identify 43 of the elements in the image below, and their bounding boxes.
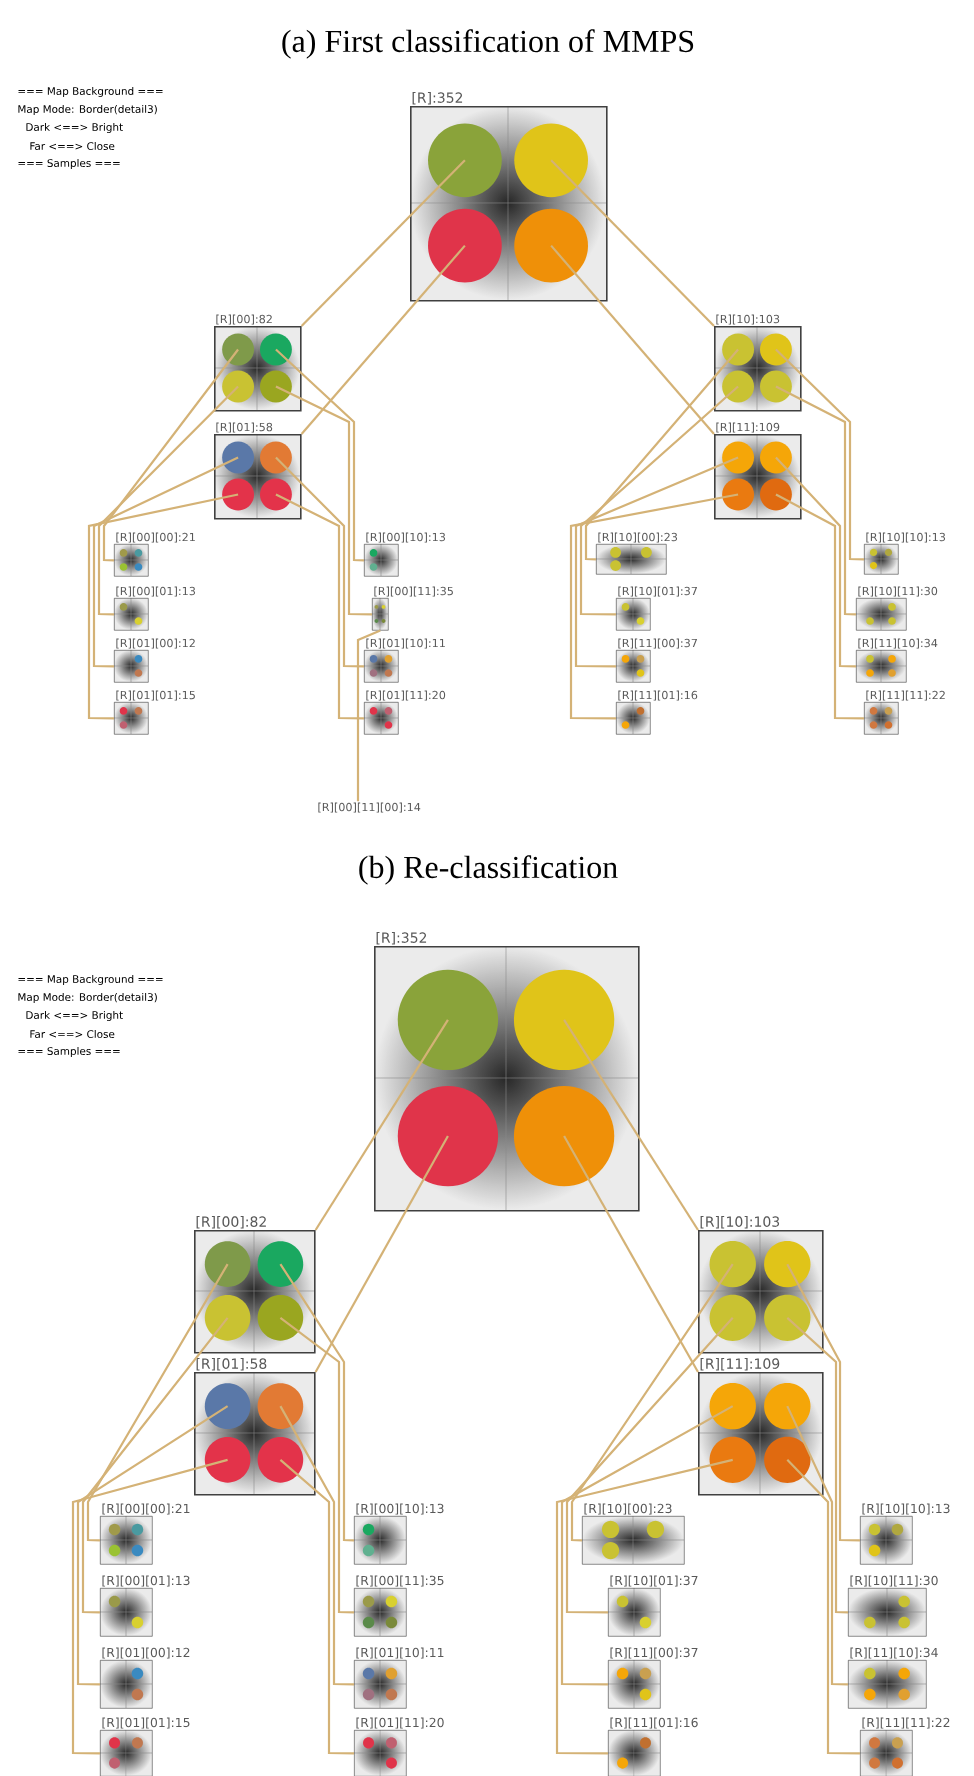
connector-line — [92, 456, 239, 668]
panel-title: (a) First classification of MMPS — [282, 29, 694, 59]
connector-line — [786, 1317, 849, 1614]
connector-line — [569, 493, 739, 720]
connector-line — [555, 1458, 733, 1755]
connector-line — [300, 244, 466, 435]
connector-line — [314, 1019, 449, 1231]
connector-line — [275, 385, 373, 616]
connector-line — [279, 1263, 355, 1542]
connector-line — [565, 1317, 734, 1614]
connector-line — [550, 244, 715, 435]
connector-line — [775, 385, 857, 616]
connector-line — [775, 493, 865, 720]
connector-line — [275, 493, 365, 720]
connector-line — [97, 385, 239, 616]
connector-line — [775, 348, 865, 561]
connector-line — [86, 1263, 229, 1542]
connector-line — [560, 1405, 734, 1686]
connector-line — [356, 629, 381, 802]
connector-line — [550, 159, 715, 327]
connector-line — [279, 1316, 355, 1614]
connector-line — [563, 1135, 699, 1373]
connector-line — [279, 1459, 354, 1755]
connector-line — [300, 159, 466, 327]
connector-line — [786, 1405, 849, 1686]
connector-line — [71, 1458, 228, 1755]
connector-line — [574, 456, 739, 668]
connector-line — [87, 493, 239, 720]
connector-line — [279, 1405, 354, 1686]
connector-line — [314, 1135, 449, 1373]
connector-line — [275, 348, 365, 562]
connector-line — [570, 1263, 734, 1542]
connector-line — [275, 456, 365, 668]
connector-line — [786, 1459, 861, 1755]
connector-line — [786, 1263, 861, 1542]
panel-title: (b) Re-classification — [359, 855, 618, 885]
connector-line — [584, 348, 739, 561]
connector-line — [579, 385, 739, 616]
connector-line — [563, 1019, 699, 1231]
connector-line — [81, 1317, 229, 1614]
connector-line — [76, 1405, 229, 1686]
connector-line — [775, 456, 857, 668]
connector-line — [102, 348, 239, 562]
